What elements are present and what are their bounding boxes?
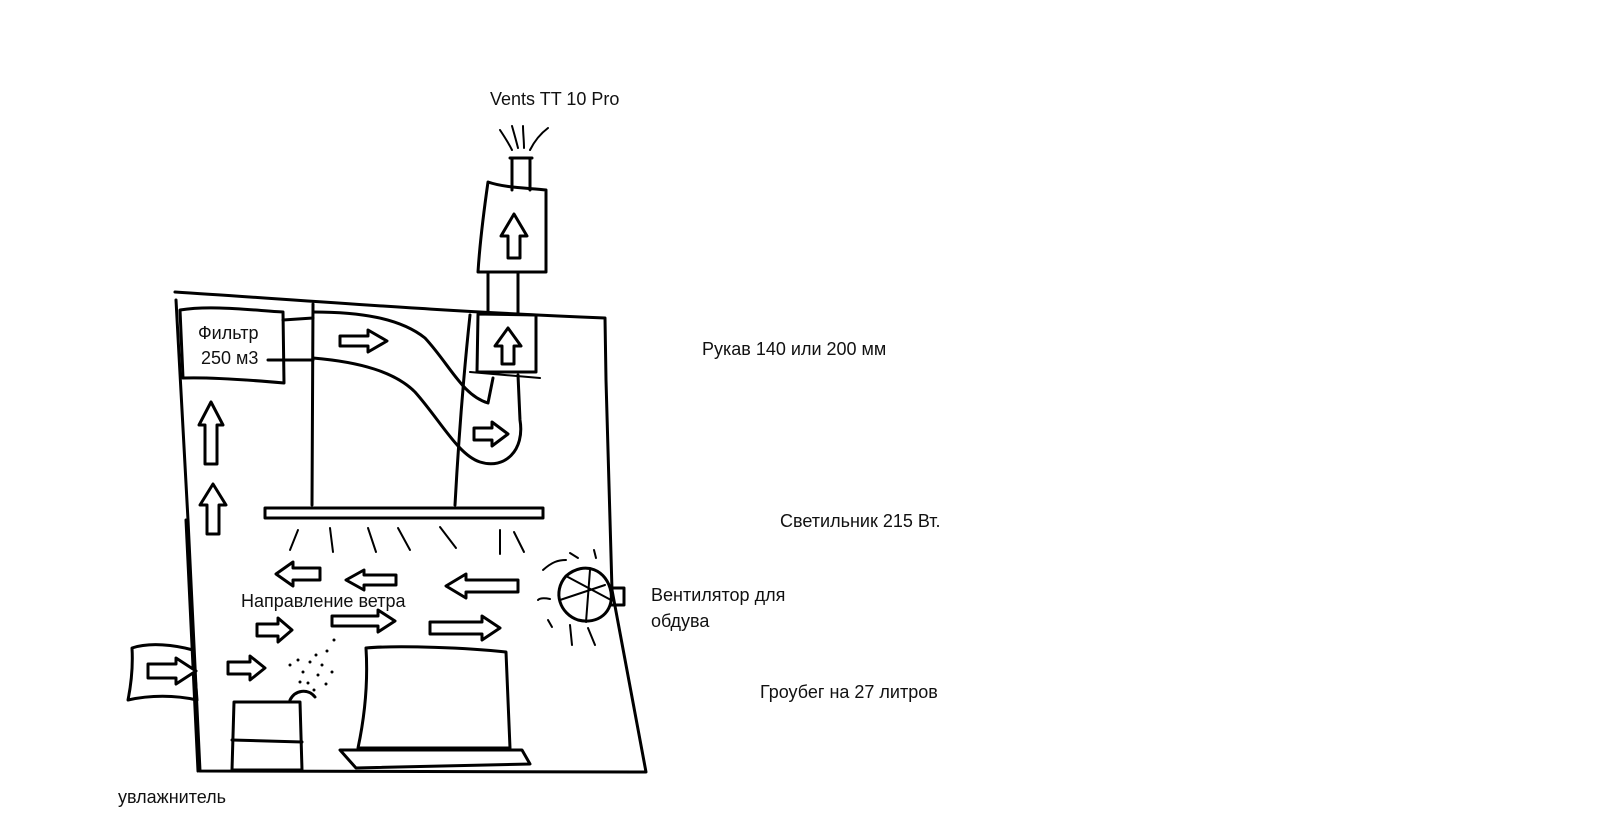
tent-outline [173, 290, 648, 774]
airflow-arrows [146, 212, 529, 686]
arrow-duct-lower-right [472, 420, 510, 448]
label-duct: Рукав 140 или 200 мм [702, 339, 887, 359]
flexible-duct [311, 310, 523, 466]
label-filter-line2: 250 м3 [201, 348, 259, 368]
lamp-hangers [310, 302, 472, 507]
exhaust-air-lines [499, 125, 549, 151]
label-exhaust-fan: Vents TT 10 Pro [490, 89, 620, 109]
vents-fan-body [476, 156, 548, 274]
circulation-fan [537, 549, 626, 646]
humidifier-mist [288, 638, 336, 692]
light-rays [289, 526, 525, 555]
grow-bag [338, 645, 532, 770]
arrow-left-1 [274, 560, 322, 588]
arrow-up-2 [197, 400, 225, 466]
arrow-fanbox-up [493, 326, 523, 366]
arrow-left-2 [344, 568, 398, 592]
label-humidifier: увлажнитель [118, 787, 227, 807]
exhaust-pipe [486, 270, 520, 316]
arrow-intake-right [146, 656, 198, 686]
carbon-filter [178, 306, 315, 385]
arrow-left-3 [444, 572, 520, 600]
label-fan-line2: обдува [651, 611, 710, 631]
arrow-exhaust-up [499, 212, 529, 260]
arrow-right-1 [226, 654, 267, 682]
label-lamp: Светильник 215 Вт. [780, 511, 941, 531]
arrow-right-4 [428, 614, 502, 642]
label-grow-bag: Гроубег на 27 литров [760, 682, 938, 702]
label-fan-line1: Вентилятор для [651, 585, 786, 605]
label-wind-direction: Направление ветра [241, 591, 406, 611]
grow-lamp [263, 506, 545, 520]
intake-vent [126, 643, 199, 702]
humidifier [230, 689, 317, 772]
arrow-duct-right [338, 328, 389, 354]
label-filter-line1: Фильтр [198, 323, 259, 343]
arrow-up-1 [198, 482, 228, 536]
arrow-right-3 [330, 608, 397, 634]
arrow-right-2 [255, 616, 294, 644]
